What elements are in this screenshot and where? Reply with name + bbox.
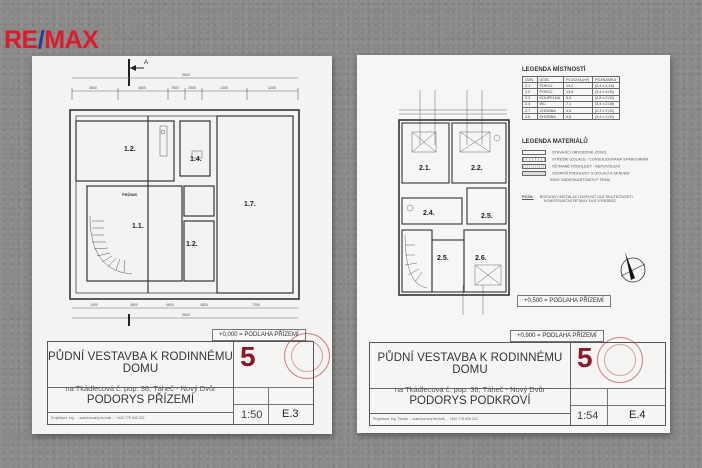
room-legend-title: LEGENDA MÍSTNOSTÍ — [522, 67, 586, 73]
svg-text:9600: 9600 — [182, 313, 190, 317]
designer-footer: Projektant: Ing. ... autorizovaný techni… — [51, 416, 145, 420]
note-block: POZN.ROZVODY INSTALACÍ DOPLNIT DLE SKUTE… — [522, 195, 633, 203]
svg-text:4800: 4800 — [138, 86, 146, 90]
svg-text:4800: 4800 — [130, 303, 138, 307]
svg-text:3500: 3500 — [89, 86, 97, 90]
official-stamp — [597, 337, 643, 383]
project-address: na Tkádlecová č. pop. 36, Táheč - Nový D… — [394, 385, 546, 394]
project-title: PŮDNÍ VESTAVBA K RODINNÉMU DOMU — [48, 351, 233, 375]
material-legend-title: LEGENDA MATERIÁLŮ — [522, 139, 588, 145]
plan-floor-level-label: +0,500 = PODLAHA PŘÍZEMÍ — [517, 295, 611, 307]
remax-logo: RE/MAX — [4, 26, 99, 54]
logo-text-re: RE — [4, 26, 38, 54]
drawing-name: PODORYS PODKROVÍ — [370, 389, 570, 414]
svg-text:2500: 2500 — [188, 86, 196, 90]
north-arrow-icon — [620, 252, 646, 283]
title-block: PŮDNÍ VESTAVBA K RODINNÉMU DOMU na Tkádl… — [47, 341, 314, 425]
svg-text:7200: 7200 — [252, 303, 260, 307]
project-title: PŮDNÍ VESTAVBA K RODINNÉMU DOMU — [377, 352, 563, 376]
drawing-scale: 1:54 — [577, 410, 599, 422]
material-item: OSTATNÍ PODHLEDY S IZOLACÍ A SPÁDEM — [522, 171, 629, 176]
room-2-5-bath: 2.5. — [481, 213, 493, 220]
attic-floor-plan: 2.1. 2.2. 2.4. 2.5. 2.5. 2.6. — [398, 90, 510, 315]
sheet-number: E.4 — [629, 409, 646, 421]
svg-text:1600: 1600 — [90, 303, 98, 307]
svg-text:9600: 9600 — [182, 73, 190, 77]
attic-floor-sheet: 2.1. 2.2. 2.4. 2.5. 2.5. 2.6. LEGENDA MÍ… — [357, 55, 670, 433]
drawing-name: PODORYS PŘÍZEMÍ — [48, 388, 233, 413]
svg-text:1300: 1300 — [220, 86, 228, 90]
section-marker-top: A — [144, 60, 148, 66]
room-2-5: 2.5. — [437, 255, 449, 262]
logo-slash: / — [37, 26, 45, 54]
designer-footer: Projektant: Ing. Tomáš ... autorizovaný … — [373, 417, 478, 421]
material-item: VĚTRANÉ PODHLEDY - NEPOVOLENÍ — [522, 164, 620, 169]
room-1-2-upper: 1.2. — [124, 146, 136, 153]
sheet-number: E.3 — [282, 408, 299, 420]
floor-level-label: +0,000 = PODLAHA PŘÍZEMÍ — [212, 329, 306, 341]
project-number: 5 — [577, 342, 593, 373]
room-2-1: 2.1. — [419, 165, 431, 172]
svg-text:4800: 4800 — [200, 303, 208, 307]
room-1-4: 1.4. — [190, 156, 202, 163]
project-number: 5 — [240, 341, 256, 372]
material-item: STÁVAJÍCÍ OBVODOVÉ ZDIVO — [522, 150, 606, 155]
official-stamp — [284, 333, 330, 379]
svg-text:7600: 7600 — [171, 86, 179, 90]
room-2-6: 2.6. — [475, 255, 487, 262]
room-note-prunik: PRŮNIK — [122, 192, 137, 197]
ground-floor-sheet: A 9600 3500 4800 7600 2500 1300 1200 — [32, 56, 332, 434]
room-1-1: 1.1. — [132, 223, 144, 230]
svg-text:1200: 1200 — [268, 86, 276, 90]
drawing-scale: 1:50 — [241, 409, 263, 421]
room-1-2-lower: 1.2. — [186, 241, 198, 248]
floor-level-label: +0,900 = PODLAHA PŘÍZEMÍ — [510, 330, 604, 342]
material-item: KRAY SÁDROKARTONOVÝ TRÁM — [550, 178, 610, 182]
svg-text:4800: 4800 — [166, 303, 174, 307]
material-item: STŘEŠNÍ IZOLACE - CONSOLIDOVANÁ SPÁROVÁN… — [522, 157, 648, 162]
room-2-2: 2.2. — [471, 165, 483, 172]
ground-floor-plan: A 9600 3500 4800 7600 2500 1300 1200 — [69, 59, 300, 326]
logo-text-max: MAX — [44, 26, 99, 54]
room-2-4: 2.4. — [423, 210, 435, 217]
room-1-7: 1.7. — [244, 201, 256, 208]
project-address: na Tkádlecová č. pop. 36, Táheč - Nový D… — [65, 384, 216, 393]
